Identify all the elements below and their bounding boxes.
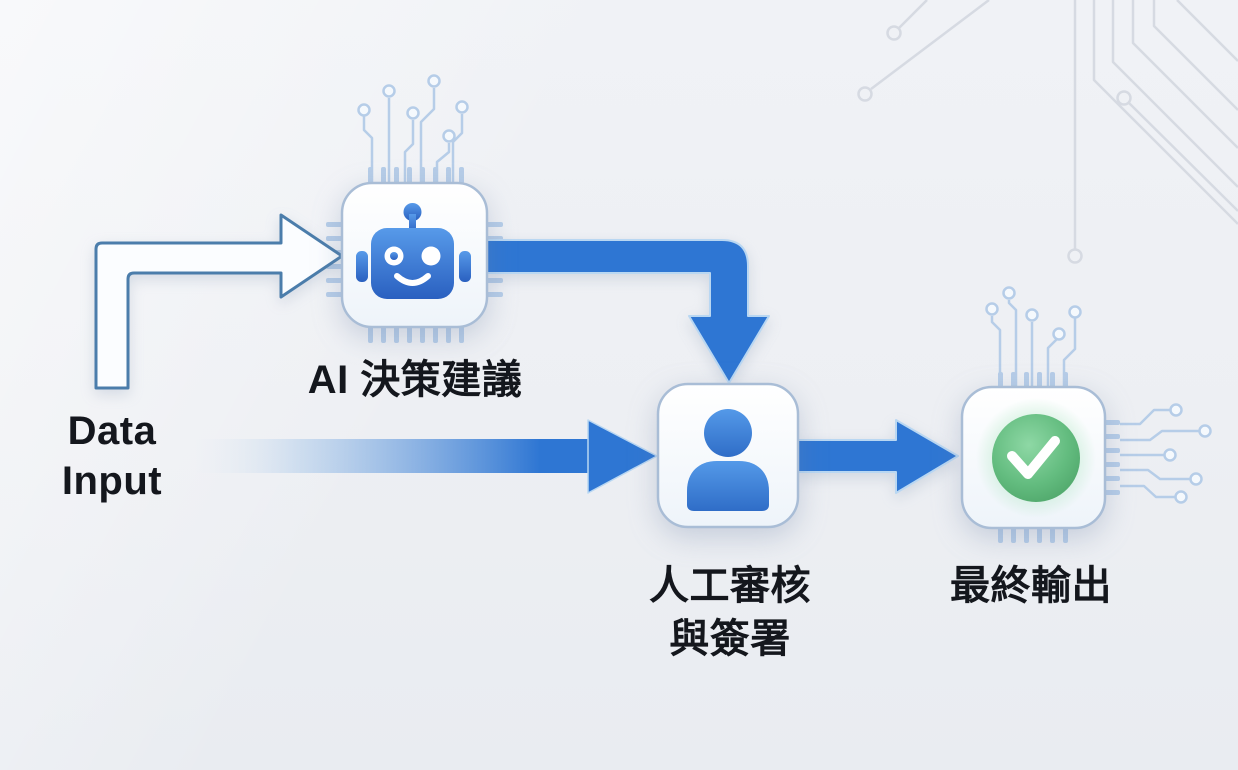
output-node-label: 最終輸出 <box>950 564 1112 608</box>
human-node-label-line2: 與簽署 <box>669 617 791 661</box>
output-chip-node <box>960 385 1107 530</box>
human-review-node <box>656 382 800 529</box>
chip-pins <box>326 167 1120 543</box>
human-node-label: 人工審核 與簽署 <box>580 560 880 666</box>
arrow-data-to-ai <box>94 213 344 390</box>
background-circuit-decoration <box>857 0 1238 264</box>
ai-node-label: AI 決策建議 <box>307 358 523 402</box>
ai-chip-traces <box>357 74 469 185</box>
data-input-line2: Input <box>61 459 163 503</box>
arrow-ai-to-human <box>486 239 770 384</box>
check-icon <box>1007 436 1060 479</box>
ai-chip-node <box>340 181 489 329</box>
data-input-line1: Data <box>67 409 157 453</box>
arrow-human-to-output <box>797 419 959 494</box>
person-icon <box>687 409 769 511</box>
human-node-label-line1: 人工審核 <box>649 564 811 608</box>
data-input-label: Data Input <box>22 406 202 506</box>
check-chip-icon <box>976 398 1096 518</box>
arrow-data-to-human <box>196 419 658 494</box>
robot-chip-icon <box>356 203 471 299</box>
